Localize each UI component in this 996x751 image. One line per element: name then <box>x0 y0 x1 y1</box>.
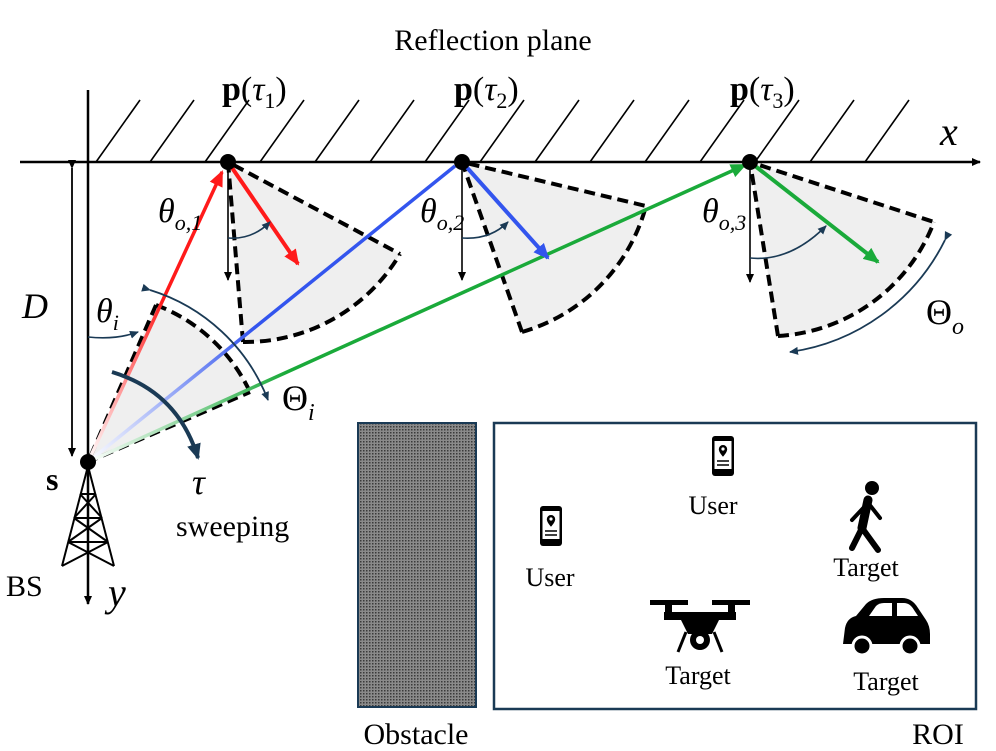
reflected-beam-1 <box>226 160 300 266</box>
y-axis-label: y <box>104 570 126 615</box>
base-station-tower-icon <box>61 465 115 567</box>
tau-label: τ <box>192 462 206 502</box>
theta-o-2-label: θo,2 <box>420 193 464 235</box>
sweep-arrow <box>111 370 201 460</box>
sweeping-label: sweeping <box>176 510 289 543</box>
obstacle-label: Obstacle <box>364 718 469 751</box>
roi-user-label-1: User <box>688 491 737 520</box>
output-sector-3 <box>750 162 934 336</box>
x-axis-label: x <box>939 109 958 154</box>
point-label-1: p(τ1) <box>222 71 287 113</box>
roi-target-label-car: Target <box>853 667 919 696</box>
theta-i-arc <box>87 330 139 339</box>
point-label-2: p(τ2) <box>454 71 519 113</box>
d-label: D <box>21 286 48 326</box>
bs-label: BS <box>6 570 43 603</box>
roi-box <box>492 421 978 711</box>
big-theta-o-label: Θo <box>926 292 964 340</box>
output-sector-1 <box>228 162 400 343</box>
incident-beam-2 <box>86 164 457 464</box>
theta-i-label: θi <box>96 293 119 335</box>
source-label: s <box>46 461 58 497</box>
big-theta-o-arc <box>789 231 953 355</box>
output-sector-2 <box>462 162 646 332</box>
reflected-beam-2 <box>460 160 550 260</box>
roi-label: ROI <box>912 718 964 751</box>
reflection-point-3 <box>742 154 758 170</box>
theta-o-2-arc <box>461 221 509 239</box>
roi-target-label-pedestrian: Target <box>833 553 899 582</box>
theta-o-1-label: θo,1 <box>158 193 202 235</box>
theta-o-1-arc <box>227 221 271 239</box>
reflection-plane-label: Reflection plane <box>394 24 591 57</box>
roi-target-label-drone: Target <box>665 661 731 690</box>
pedestrian-icon <box>849 481 882 553</box>
roi-user-label-2: User <box>525 563 574 592</box>
reflection-point-1 <box>220 154 236 170</box>
point-label-3: p(τ3) <box>730 71 795 113</box>
car-icon <box>843 598 930 657</box>
big-theta-i-label: Θi <box>282 378 315 426</box>
obstacle-block <box>357 422 477 708</box>
source-point <box>80 454 96 470</box>
phone-icon <box>712 436 734 476</box>
big-theta-i-arc <box>141 283 269 401</box>
incident-beam-3 <box>87 163 747 464</box>
drone-icon <box>650 600 750 653</box>
theta-o-3-label: θo,3 <box>702 193 746 235</box>
phone-icon <box>540 506 562 546</box>
reflection-plane-hatching <box>95 99 910 163</box>
output-sector-2-arc <box>521 205 648 334</box>
reflection-point-2 <box>454 154 470 170</box>
